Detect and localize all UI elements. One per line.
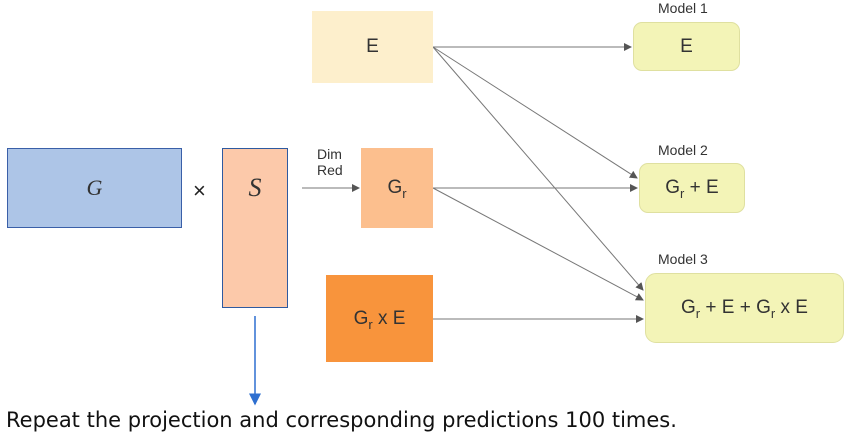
times-symbol: ×	[193, 178, 206, 203]
box-e-label: E	[366, 36, 379, 57]
box-gr-label: Gr	[387, 177, 407, 201]
model3-text: Gr + E + Gr x E	[681, 297, 808, 321]
model3-title: Model 3	[658, 251, 708, 267]
arrow-e-to-model3	[432, 46, 644, 291]
box-e: E	[312, 11, 433, 83]
model2-text: Gr + E	[665, 177, 719, 201]
matrix-s: S	[222, 148, 288, 308]
box-gr: Gr	[361, 148, 433, 228]
arrow-e-to-model2	[432, 46, 638, 179]
dim-red-line1: Dim	[317, 146, 342, 162]
box-grxe: Gr x E	[326, 275, 433, 362]
model2-box: Gr + E	[639, 163, 745, 213]
model3-box: Gr + E + Gr x E	[645, 273, 844, 343]
caption: Repeat the projection and corresponding …	[6, 408, 677, 432]
dim-red-line2: Red	[317, 162, 343, 178]
model1-box: E	[633, 22, 740, 71]
box-grxe-label: Gr x E	[353, 307, 406, 332]
model2-title: Model 2	[658, 142, 708, 158]
dim-red-label: Dim Red	[317, 146, 343, 178]
matrix-g: G	[7, 148, 182, 228]
model1-title: Model 1	[658, 0, 708, 16]
arrow-gr-to-model3	[432, 187, 644, 301]
matrix-g-label: G	[86, 175, 103, 200]
matrix-s-label: S	[248, 173, 262, 202]
model1-text: E	[680, 35, 693, 57]
